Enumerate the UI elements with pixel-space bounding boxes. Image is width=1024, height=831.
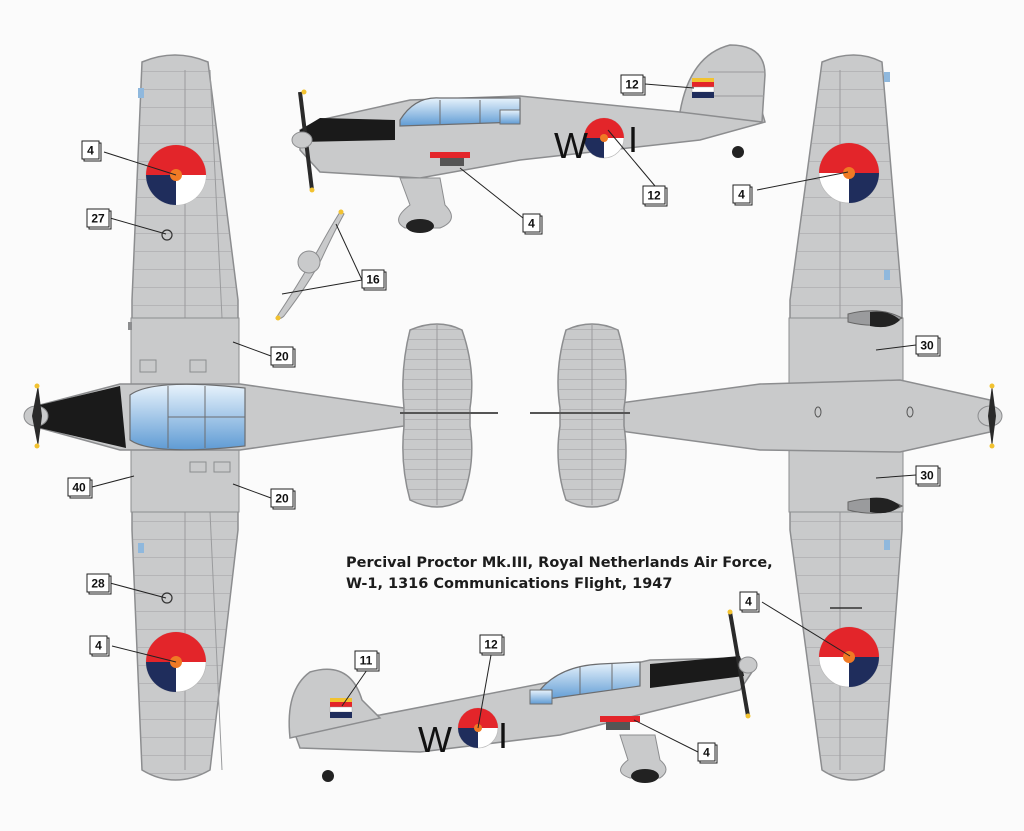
under-view bbox=[530, 54, 1003, 781]
callout-number-under-tag-30-a: 30 bbox=[920, 339, 934, 353]
caption-line-1: Percival Proctor Mk.III, Royal Netherlan… bbox=[346, 555, 773, 571]
callout-box bbox=[479, 634, 503, 654]
code-letter-lower: W bbox=[418, 719, 452, 760]
callout-leader-line bbox=[875, 344, 917, 351]
callout-number-prop-tips: 16 bbox=[366, 273, 380, 287]
callout-box bbox=[270, 346, 294, 366]
callout-box bbox=[915, 465, 939, 485]
callout-leader-line bbox=[875, 474, 917, 479]
callout-number-top-wing-light-28: 28 bbox=[91, 577, 105, 591]
callout-box bbox=[67, 477, 91, 497]
callout-leader-line bbox=[756, 171, 849, 191]
callout-number-side2-rudder-flag: 11 bbox=[360, 654, 373, 668]
callout-box bbox=[739, 591, 758, 611]
callout-box bbox=[642, 185, 666, 205]
callout-number-top-wing-light-27: 27 bbox=[91, 212, 105, 226]
callout-box bbox=[697, 742, 716, 762]
code-number-lower: I bbox=[498, 715, 508, 756]
callout-box bbox=[732, 184, 751, 204]
callout-box bbox=[86, 573, 110, 593]
side-fin-upper bbox=[679, 44, 766, 123]
callout-leader-line bbox=[232, 483, 272, 499]
callout-leader-line bbox=[109, 582, 167, 599]
wing-light-icon bbox=[161, 592, 173, 604]
callout-leader-line bbox=[335, 223, 363, 281]
callout-box bbox=[915, 335, 939, 355]
callout-box bbox=[354, 650, 378, 670]
roundel-side-upper bbox=[583, 117, 625, 159]
callout-box bbox=[81, 140, 100, 160]
callout-leader-line bbox=[109, 217, 167, 235]
callout-leader-line bbox=[103, 151, 177, 176]
callout-number-side2-exhaust-4: 4 bbox=[703, 746, 710, 760]
profile-caption: Percival Proctor Mk.III, Royal Netherlan… bbox=[346, 553, 773, 595]
roundel-under-2 bbox=[818, 626, 880, 688]
callouts: 4 27 20 20 40 28 4 12 12 4 16 4 30 30 4 11 12 4 bbox=[67, 74, 941, 764]
side-view-upper: W I bbox=[291, 44, 766, 233]
wing-light-icon bbox=[161, 229, 173, 241]
callout-box bbox=[361, 269, 385, 289]
callout-leader-line bbox=[761, 601, 851, 657]
callout-leader-line bbox=[459, 167, 524, 219]
callout-number-under-wing-roundel-2: 4 bbox=[745, 595, 752, 609]
callout-number-side-fuselage-roundel: 12 bbox=[647, 189, 661, 203]
callout-leader-line bbox=[111, 645, 177, 663]
callout-leader-line bbox=[477, 654, 492, 729]
code-letter-upper: W bbox=[554, 125, 588, 166]
code-number-upper: I bbox=[628, 119, 638, 160]
callout-number-under-wing-roundel-1: 4 bbox=[738, 188, 745, 202]
callout-number-top-flap-20-b: 20 bbox=[275, 492, 289, 506]
callout-number-side-exhaust-4: 4 bbox=[528, 217, 535, 231]
roundel-under-1 bbox=[818, 142, 880, 204]
under-fuselage bbox=[583, 379, 991, 453]
callout-number-top-wing-roundel-1: 4 bbox=[87, 144, 94, 158]
propeller-detail bbox=[275, 209, 345, 321]
top-view bbox=[23, 54, 498, 781]
callout-number-side2-fuselage-roundel: 12 bbox=[484, 638, 498, 652]
callout-number-under-tag-30-b: 30 bbox=[920, 469, 934, 483]
callout-box bbox=[522, 213, 541, 233]
callout-box bbox=[620, 74, 644, 94]
callout-number-top-wing-roundel-2: 4 bbox=[95, 639, 102, 653]
callout-number-side-fin-flag: 12 bbox=[625, 78, 639, 92]
callout-leader-line bbox=[644, 83, 695, 89]
callout-box bbox=[270, 488, 294, 508]
callout-leader-line bbox=[607, 129, 656, 187]
callout-number-top-tag-40: 40 bbox=[72, 481, 86, 495]
callout-leader-line bbox=[633, 719, 699, 753]
callout-number-top-flap-20-a: 20 bbox=[275, 350, 289, 364]
caption-line-2: W-1, 1316 Communications Flight, 1947 bbox=[346, 576, 673, 592]
callout-leader-line bbox=[341, 669, 368, 707]
callout-box bbox=[89, 635, 108, 655]
callout-leader-line bbox=[281, 279, 363, 295]
callout-box bbox=[86, 208, 110, 228]
side-view-lower: W I bbox=[288, 609, 758, 783]
callout-leader-line bbox=[232, 341, 272, 357]
callout-leader-line bbox=[91, 475, 135, 488]
